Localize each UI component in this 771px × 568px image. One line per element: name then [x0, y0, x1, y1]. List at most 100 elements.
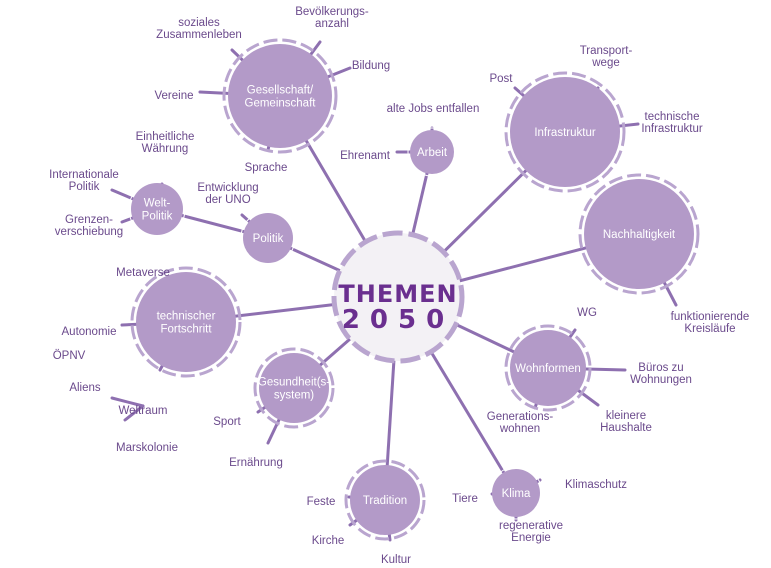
leaf-label[interactable]: Entwicklung	[197, 182, 258, 194]
leaf-label[interactable]: Einheitliche	[136, 131, 195, 143]
topic-label: Wohnformen	[515, 363, 581, 375]
topic-label: Welt-	[144, 198, 171, 210]
topic-node[interactable]: Wohnformen	[504, 324, 592, 412]
leaf-label[interactable]: wege	[591, 57, 620, 69]
topic-label: Arbeit	[417, 147, 448, 159]
leaf-label[interactable]: ÖPNV	[53, 350, 86, 362]
leaf-label[interactable]: Währung	[142, 143, 189, 155]
topic-dashed-ring	[222, 38, 338, 154]
leaf-label[interactable]: Sport	[213, 416, 241, 428]
leaf-label[interactable]: anzahl	[315, 18, 349, 30]
leaf-label[interactable]: Generations-	[487, 411, 554, 423]
leaf-label[interactable]: Grenzen-	[65, 214, 113, 226]
leaf-connector	[110, 396, 145, 408]
leaf-label[interactable]: Politik	[69, 181, 100, 193]
leaf-label[interactable]: Feste	[307, 496, 336, 508]
leaf-label[interactable]: Bildung	[352, 60, 390, 72]
topic-node[interactable]: Tradition	[344, 459, 426, 541]
leaf-label[interactable]: Sprache	[245, 162, 288, 174]
topic-circle	[136, 272, 236, 372]
topic-circle	[131, 183, 183, 235]
topic-label: Klima	[502, 488, 531, 500]
topic-label: Nachhaltigkeit	[603, 229, 676, 241]
topic-circle	[350, 465, 420, 535]
topic-circle	[259, 353, 329, 423]
leaf-label[interactable]: Haushalte	[600, 422, 652, 434]
center-title-line-2: 2050	[342, 305, 454, 335]
topic-label: Politik	[253, 233, 284, 245]
leaf-label[interactable]: Post	[489, 73, 513, 85]
topic-label: system)	[274, 390, 314, 402]
topic-node[interactable]: Nachhaltigkeit	[578, 173, 700, 295]
topic-label: Politik	[142, 211, 173, 223]
topic-node[interactable]: Welt-Politik	[128, 180, 186, 238]
leaf-label[interactable]: kleinere	[606, 410, 646, 422]
leaf-label[interactable]: Autonomie	[62, 326, 117, 338]
topic-label: Fortschritt	[160, 324, 212, 336]
topic-label: Tradition	[363, 495, 407, 507]
topic-ring	[489, 466, 543, 520]
leaf-label[interactable]: Kreisläufe	[684, 323, 735, 335]
leaf-label[interactable]: Transport-	[580, 45, 633, 57]
leaf-label[interactable]: Tiere	[452, 493, 478, 505]
topic-dashed-ring	[344, 459, 426, 541]
topic-ring	[128, 180, 186, 238]
topic-circle	[228, 44, 332, 148]
leaf-label[interactable]: Ehrenamt	[340, 150, 391, 162]
topic-label: Gemeinschaft	[245, 98, 317, 110]
leaf-label[interactable]: Wohnungen	[630, 374, 692, 386]
topic-label: Gesundheit(s-	[258, 377, 330, 389]
leaf-label[interactable]: Energie	[511, 532, 551, 544]
leaf-label[interactable]: alte Jobs entfallen	[387, 103, 480, 115]
topic-label: technischer	[157, 311, 216, 323]
leaf-label[interactable]: soziales	[178, 17, 220, 29]
topic-ring	[407, 127, 457, 177]
leaf-label[interactable]: Büros zu	[638, 362, 683, 374]
topic-node[interactable]: Infrastruktur	[504, 71, 626, 193]
topic-circle	[510, 77, 620, 187]
center-title-line-1: THEMEN	[338, 280, 457, 308]
leaf-label[interactable]: Bevölkerungs-	[295, 6, 369, 18]
topic-node[interactable]: Arbeit	[407, 127, 457, 177]
topic-ring	[240, 210, 296, 266]
topic-label: Gesellschaft/	[247, 85, 314, 97]
topic-node[interactable]: Klima	[489, 466, 543, 520]
topic-circle	[243, 213, 293, 263]
topic-label: Infrastruktur	[534, 127, 596, 139]
leaf-label[interactable]: verschiebung	[55, 226, 123, 238]
topic-dashed-ring	[504, 324, 592, 412]
leaf-label[interactable]: Klimaschutz	[565, 479, 627, 491]
leaf-label[interactable]: Weltraum	[119, 405, 168, 417]
leaf-label[interactable]: Kultur	[381, 554, 411, 566]
leaf-label[interactable]: funktionierende	[671, 311, 750, 323]
topic-dashed-ring	[253, 347, 335, 429]
topic-dashed-ring	[578, 173, 700, 295]
leaf-label[interactable]: Ernährung	[229, 457, 283, 469]
leaf-label[interactable]: wohnen	[499, 423, 540, 435]
leaf-label[interactable]: Infrastruktur	[641, 123, 703, 135]
center-circle	[331, 230, 465, 364]
leaf-label[interactable]: WG	[577, 307, 597, 319]
leaf-label[interactable]: Aliens	[69, 382, 101, 394]
leaf-label[interactable]: Metaverse	[116, 267, 170, 279]
leaf-label[interactable]: Kirche	[312, 535, 345, 547]
topic-node[interactable]: Gesundheit(s-system)	[253, 347, 335, 429]
leaf-label[interactable]: regenerative	[499, 520, 563, 532]
leaf-label[interactable]: Vereine	[154, 90, 193, 102]
topic-circle	[510, 330, 586, 406]
leaf-label[interactable]: Zusammenleben	[156, 29, 242, 41]
topic-circle	[410, 130, 454, 174]
topic-dashed-ring	[504, 71, 626, 193]
topic-node[interactable]: Gesellschaft/Gemeinschaft	[222, 38, 338, 154]
leaf-label[interactable]: Marskolonie	[116, 442, 178, 454]
leaf-label[interactable]: technische	[645, 111, 700, 123]
leaf-label[interactable]: Internationale	[49, 169, 119, 181]
topic-circle	[584, 179, 694, 289]
leaf-label[interactable]: der UNO	[205, 194, 250, 206]
center-node: THEMEN 2050	[331, 230, 465, 364]
leaf-connector	[123, 404, 145, 422]
topic-node[interactable]: Politik	[240, 210, 296, 266]
